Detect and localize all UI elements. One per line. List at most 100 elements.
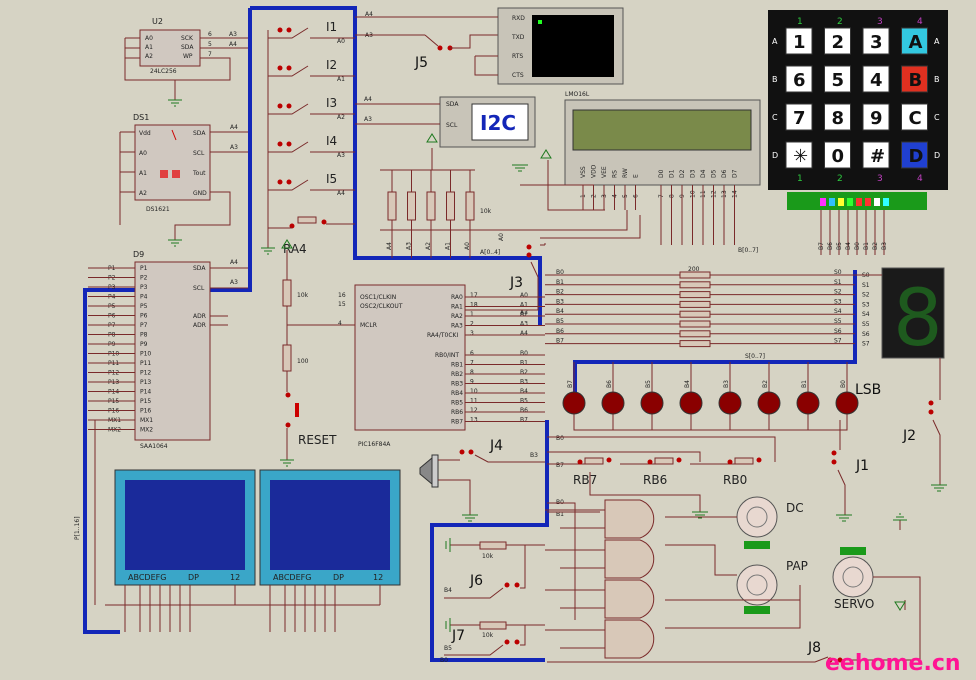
gate-input-3 — [545, 629, 605, 649]
pic-pin-rb0int: RB0/INT — [435, 352, 459, 359]
pic-num-left-0: 16 — [338, 292, 346, 299]
d9-net-a4: A4 — [230, 259, 238, 266]
keypad-key-3[interactable] — [901, 27, 928, 55]
d9-pin-14: P15 — [140, 398, 151, 405]
pic-pin-ra3: RA3 — [451, 323, 463, 330]
button-rb7-body[interactable] — [584, 457, 604, 465]
keypad-net-b4: B4 — [845, 242, 852, 250]
keypad-key-2[interactable] — [862, 27, 890, 55]
button-rb0-body[interactable] — [734, 457, 754, 465]
segres-resistor-2 — [679, 291, 711, 299]
keypad-key-label-7: B — [909, 70, 923, 91]
led-label-5: B2 — [762, 380, 769, 388]
d9-pin-9: P10 — [140, 351, 151, 358]
lcd16-display: LMO16L B[0..7] VSS1VDD2VEE3RS4RW5E6D07D1… — [380, 91, 761, 254]
keypad-key-15[interactable] — [901, 141, 928, 169]
led-wire-7 — [840, 362, 848, 431]
segres-right-net-1: S1 — [834, 279, 842, 286]
keypad-key-12[interactable] — [785, 141, 813, 169]
i2c-net-a3: A3 — [364, 116, 372, 123]
pic-net-2: A2 — [520, 311, 528, 318]
button-rb6-body[interactable] — [654, 457, 674, 465]
ds1-part: DS1621 — [146, 206, 170, 213]
keypad-key-5[interactable] — [824, 65, 851, 93]
keypad-row-right-B: B — [934, 75, 940, 84]
i2c-label: I2C — [480, 111, 516, 135]
led-b7-icon — [562, 391, 586, 415]
keypad-key-13[interactable] — [824, 141, 851, 169]
j6-label: J6 — [469, 573, 483, 589]
keypad-key-10[interactable] — [862, 103, 890, 131]
keypad-key-8[interactable] — [785, 103, 813, 131]
keypad-pin-7 — [883, 198, 889, 206]
j3-net-a0: A0 — [498, 233, 505, 241]
segres-left-net-3: B3 — [556, 298, 564, 305]
switch-label-3: I3 — [326, 96, 337, 110]
lcd2-dp: DP — [333, 573, 344, 582]
terminal-cursor-icon — [538, 20, 542, 24]
rnet-resistor-2 — [426, 191, 436, 221]
pic-net-11: B6 — [520, 407, 528, 414]
keypad-key-4[interactable] — [785, 65, 813, 93]
pic-pin-rb7: RB7 — [451, 419, 463, 426]
keypad-key-6[interactable] — [862, 65, 890, 93]
switch-pin-a-3 — [277, 141, 283, 147]
pic-pin-rb1: RB1 — [451, 362, 463, 369]
u2-part: 24LC256 — [150, 68, 177, 75]
d9-net-a3: A3 — [230, 279, 238, 286]
keypad-net-b1: B1 — [863, 242, 870, 250]
keypad-key-7[interactable] — [901, 65, 928, 93]
ds1-pin-gnd: GND — [193, 190, 207, 197]
switch-label-1: I1 — [326, 20, 337, 34]
d9-pin-scl: SCL — [193, 285, 205, 292]
keypad-key-11[interactable] — [901, 103, 928, 131]
segres-label: 200 — [688, 266, 700, 273]
stepper-motor-icon — [736, 564, 778, 606]
segres-resistor-6 — [679, 330, 711, 338]
j4-label: J4 — [489, 438, 503, 454]
pic16f84a-mcu: PIC16F84A OSC1/CLKIN16OSC2/CLKOUT15MCLR4… — [338, 284, 545, 448]
switch-label-5: I5 — [326, 172, 337, 186]
button-pin-b-2 — [756, 457, 762, 463]
led-wire-6 — [807, 362, 840, 431]
i2c-net-a4: A4 — [364, 96, 372, 103]
keypad-col-bottom-0: 1 — [797, 174, 803, 184]
keypad-key-1[interactable] — [824, 27, 851, 55]
d9-name: D9 — [133, 250, 144, 259]
ds1-body — [134, 124, 211, 201]
d9-pin-sda: SDA — [193, 265, 206, 272]
keypad-key-0[interactable] — [785, 27, 813, 55]
lcd16-pin-d5: D5 — [711, 169, 718, 178]
led-b1-icon — [796, 391, 820, 415]
pic-num-right-5: 6 — [470, 350, 474, 357]
j7-res: 10k — [482, 632, 494, 639]
keypad-key-label-0: 1 — [793, 32, 806, 53]
keypad-pin-4 — [856, 198, 862, 206]
switch-pin-a-4 — [277, 179, 283, 185]
lcd16-supply-wires — [380, 160, 628, 231]
pic-pin-rb2: RB2 — [451, 371, 463, 378]
u2-eeprom: U2 A0 A1 A2 SCK SDA WP 24LC256 6 5 7 A3 … — [124, 17, 248, 107]
watermark: eehome.cn — [825, 651, 961, 676]
u2-num-7: 7 — [208, 51, 212, 58]
led-label-6: B1 — [801, 380, 808, 388]
keypad-key-14[interactable] — [862, 141, 890, 169]
keypad-key-9[interactable] — [824, 103, 851, 131]
seg-body — [881, 267, 945, 359]
ds1-temp-down-icon — [172, 170, 180, 178]
j8-net-b0: B0 — [440, 657, 448, 664]
pic-net-9: B4 — [520, 388, 528, 395]
keypad-row-left-D: D — [772, 151, 778, 160]
segres-resistor-0 — [679, 271, 711, 279]
d9-pin-17: MX2 — [140, 427, 153, 434]
led-b2-icon — [757, 391, 781, 415]
u2-pin-a0: A0 — [145, 35, 153, 42]
keypad-row-right-C: C — [934, 113, 940, 122]
pic-num-right-7: 8 — [470, 369, 474, 376]
keypad-key-label-3: A — [909, 32, 923, 53]
lcd16-pin-rs: RS — [612, 170, 619, 178]
u2-pin-a2: A2 — [145, 53, 153, 60]
